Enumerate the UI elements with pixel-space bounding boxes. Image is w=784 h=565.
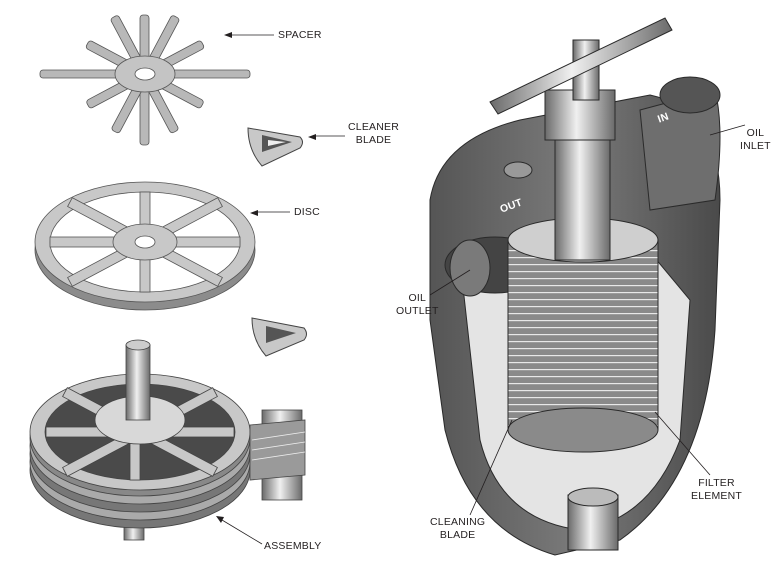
label-oil-outlet-line1: OIL [408, 292, 427, 304]
disc-leader [250, 210, 290, 216]
label-oil-inlet-line1: OIL [746, 127, 765, 139]
spacer-part [39, 14, 251, 146]
leader-lines [429, 124, 746, 516]
label-cleaning-blade-line2: BLADE [439, 529, 476, 541]
label-oil-inlet-line2: INLET [740, 140, 771, 152]
label-filter-element-line2: ELEMENT [691, 490, 742, 502]
label-cleaning-blade: CLEANING BLADE [430, 516, 485, 542]
assembly-part [29, 339, 306, 541]
spacer-leader [224, 32, 274, 38]
cleaner-blade-leader [308, 134, 345, 140]
label-assembly: ASSEMBLY [264, 540, 322, 552]
label-cleaner-blade: CLEANER BLADE [348, 121, 399, 147]
label-disc: DISC [294, 206, 320, 218]
label-oil-inlet: OIL INLET [740, 127, 771, 153]
label-filter-element-line1: FILTER [698, 477, 735, 489]
label-cleaning-blade-line1: CLEANING [430, 516, 486, 528]
label-cleaner-blade-line2: BLADE [355, 134, 392, 146]
label-spacer: SPACER [278, 29, 322, 41]
disc-part [34, 181, 256, 311]
label-oil-outlet-line2: OUTLET [396, 305, 439, 317]
label-cleaner-blade-line1: CLEANER [348, 121, 399, 133]
label-filter-element: FILTER ELEMENT [691, 477, 742, 503]
t-handle [489, 17, 673, 115]
cleaner-blade-part-2 [251, 317, 307, 357]
cleaner-blade-part [247, 127, 303, 167]
label-oil-outlet: OIL OUTLET [396, 292, 439, 318]
assembly-leader [216, 516, 263, 545]
filter-housing [429, 17, 721, 556]
